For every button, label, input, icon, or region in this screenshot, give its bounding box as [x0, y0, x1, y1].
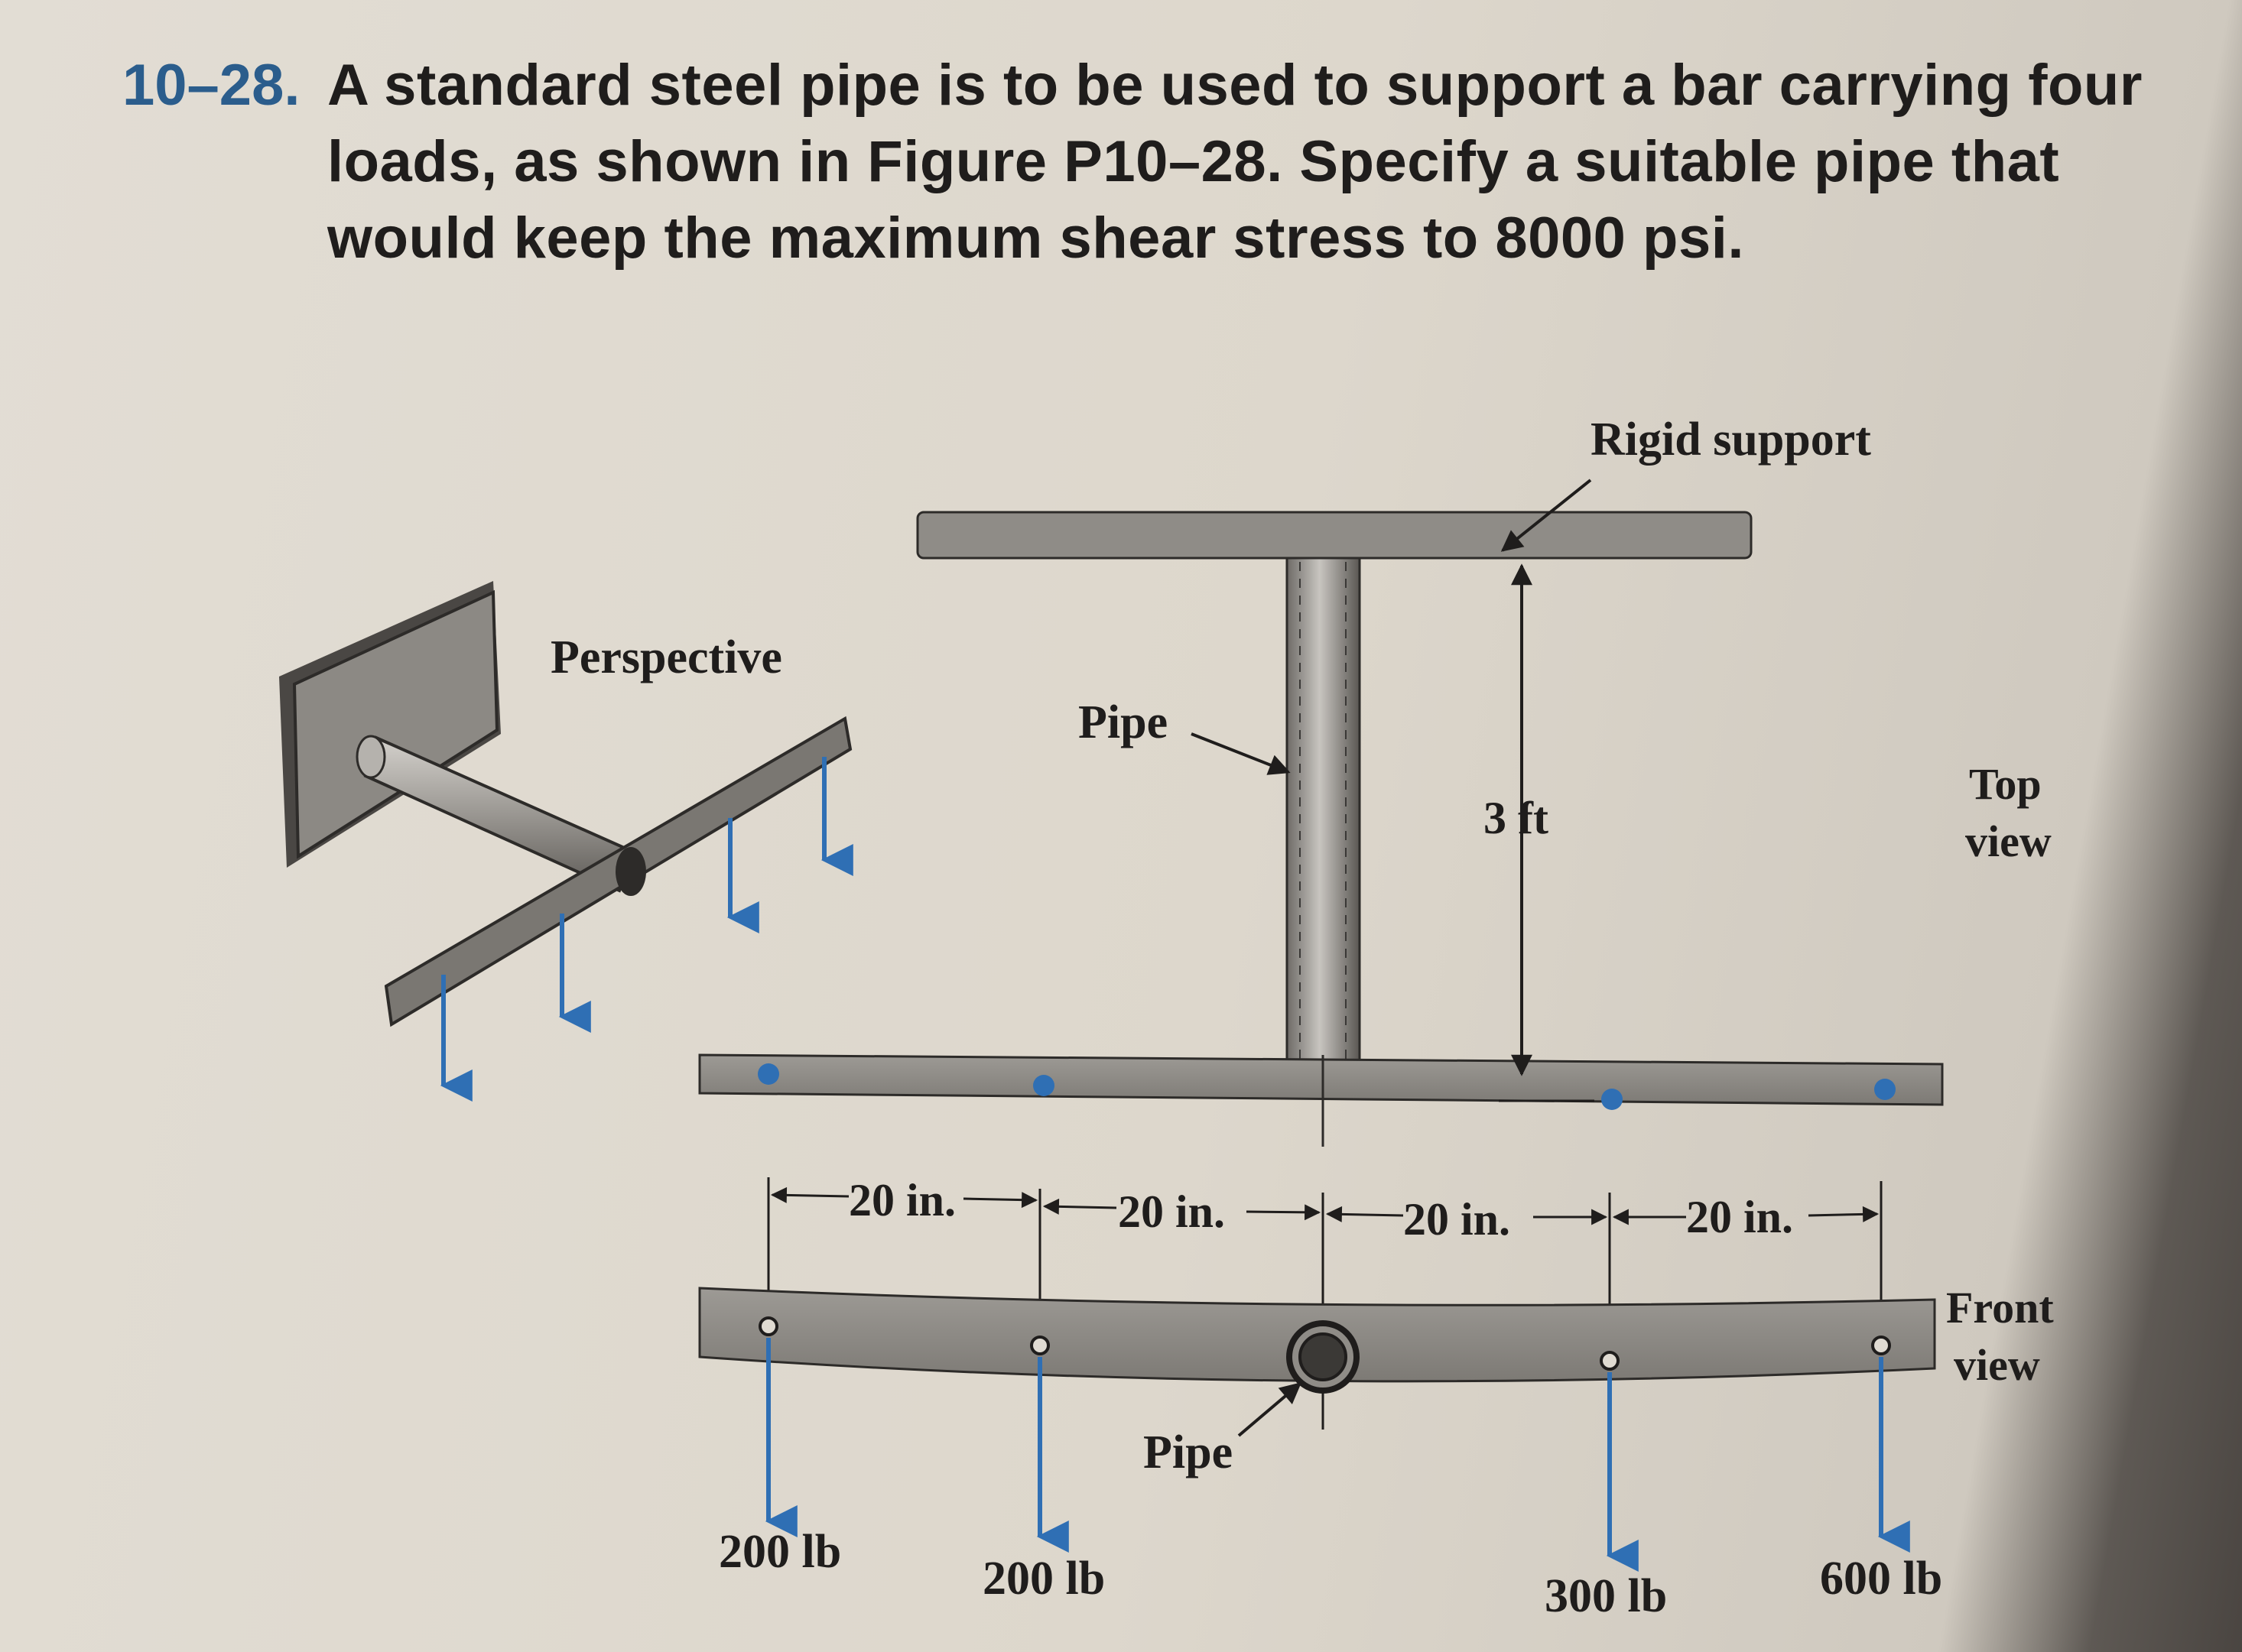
load-point-1: [758, 1063, 779, 1085]
front-load-pin-3: [1600, 1351, 1620, 1371]
dim-arrow-4b: [1808, 1206, 1880, 1222]
top-view-label-line1: Top: [1969, 759, 2042, 809]
load-label-3: 300 lb: [1545, 1570, 1667, 1622]
dim-arrow-3a: [1325, 1206, 1404, 1222]
problem-line-3: would keep the maximum shear stress to 8…: [327, 206, 1744, 271]
problem-statement: 10–28. A standard steel pipe is to be us…: [122, 47, 2143, 277]
front-view-label-line1: Front: [1946, 1283, 2054, 1332]
top-view-bar: [698, 1053, 1944, 1106]
top-view-label-line2: view: [1965, 816, 2052, 866]
perspective-view: Perspective: [279, 581, 853, 1102]
load-label-4: 600 lb: [1820, 1553, 1942, 1605]
spacing-label-3: 20 in.: [1403, 1194, 1510, 1245]
problem-line-1: A standard steel pipe is to be used to s…: [327, 53, 2143, 118]
load-point-2: [1033, 1075, 1054, 1096]
spacing-dimensions: 20 in. 20 in. 20 in. 20 in.: [767, 1175, 1883, 1437]
problem-line-2: loads, as shown in Figure P10–28. Specif…: [327, 129, 2060, 194]
perspective-label: Perspective: [551, 631, 782, 683]
front-view-label-line2: view: [1954, 1340, 2040, 1390]
top-view-pipe: [1285, 557, 1361, 1076]
load-label-1: 200 lb: [719, 1526, 841, 1578]
pipe-leader-front: [1237, 1382, 1302, 1437]
pipe-end: [356, 735, 386, 779]
front-view-pipe-inner: [1298, 1332, 1347, 1381]
pipe-label-top: Pipe: [1078, 696, 1168, 748]
pipe-leader-top: [1191, 732, 1291, 775]
pipe-hole: [616, 847, 646, 896]
rigid-support-leader: [1500, 479, 1592, 552]
wall-plate: [292, 589, 499, 859]
dim-arrow-2a: [1042, 1198, 1117, 1215]
height-label: 3 ft: [1483, 793, 1548, 843]
load-point-3: [1601, 1089, 1623, 1110]
dim-arrow-1b: [963, 1192, 1038, 1209]
load-point-4: [1874, 1079, 1896, 1100]
front-load-pin-4: [1871, 1336, 1891, 1355]
rigid-support-bar: [916, 511, 1753, 560]
problem-number: 10–28.: [122, 53, 301, 118]
front-load-pin-2: [1030, 1336, 1050, 1355]
top-view: 3 ft Rigid support Pipe Top view: [698, 414, 2052, 1147]
spacing-label-1: 20 in.: [849, 1175, 956, 1225]
pipe-label-front: Pipe: [1143, 1426, 1233, 1478]
dim-arrow-1a: [770, 1186, 850, 1203]
spacing-label-2: 20 in.: [1118, 1186, 1225, 1237]
rigid-support-label: Rigid support: [1591, 414, 1871, 466]
front-load-pin-1: [759, 1316, 778, 1336]
problem-text: A standard steel pipe is to be used to s…: [327, 47, 2143, 277]
load-label-2: 200 lb: [983, 1553, 1105, 1605]
front-view: 200 lb 200 lb 300 lb 600 lb Pipe Front v…: [698, 1283, 2054, 1622]
spacing-label-4: 20 in.: [1686, 1192, 1793, 1242]
